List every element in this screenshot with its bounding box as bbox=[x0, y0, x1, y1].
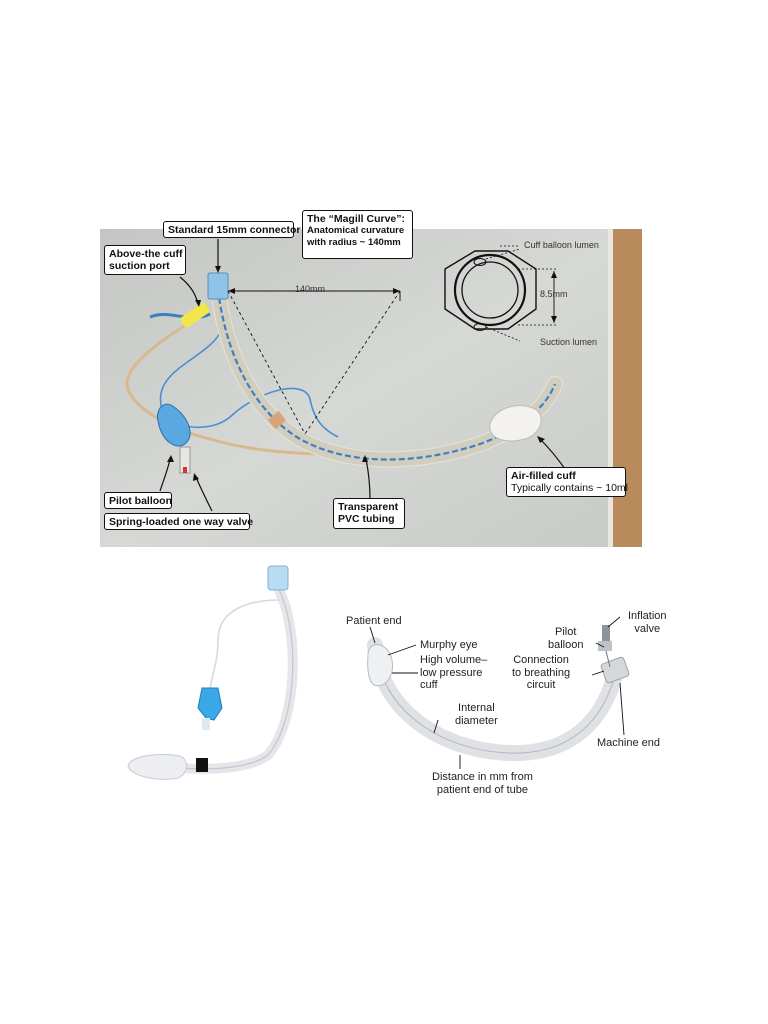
suction-port bbox=[180, 302, 210, 328]
labelled-tube-diagram bbox=[340, 605, 680, 805]
suction-line bbox=[149, 312, 211, 319]
product-pilot-balloon bbox=[197, 687, 223, 721]
label-cuff-balloon-lumen: Cuff balloon lumen bbox=[524, 240, 599, 250]
label-connection: Connection to breathing circuit bbox=[512, 654, 571, 691]
tube-photo bbox=[100, 229, 642, 547]
labelled-tube-drawing bbox=[367, 616, 630, 769]
label-patient-end: Patient end bbox=[346, 615, 402, 627]
tube-photo-drawing bbox=[100, 229, 642, 547]
callout-suction-port: Above-the cuff suction port bbox=[104, 245, 186, 275]
label-murphy-eye: Murphy eye bbox=[420, 639, 478, 651]
callout-pvc-tubing: Transparent PVC tubing bbox=[333, 498, 405, 529]
measure-140mm: 140mm bbox=[295, 284, 326, 294]
callout-pilot-balloon: Pilot balloon bbox=[104, 492, 172, 509]
label-cuff: High volume– low pressure cuff bbox=[420, 654, 488, 691]
product-connector bbox=[267, 565, 289, 591]
pilot-balloon bbox=[156, 403, 191, 447]
label-suction-lumen: Suction lumen bbox=[540, 337, 598, 347]
callout-cuff: Air-filled cuff Typically contains ~ 10m… bbox=[506, 467, 628, 497]
label-diameter: 8.5mm bbox=[540, 289, 568, 299]
wood-edge bbox=[612, 229, 642, 547]
tube-product-photo bbox=[118, 560, 328, 790]
label-machine-end: Machine end bbox=[597, 737, 660, 749]
cuff bbox=[489, 405, 542, 442]
tube-product-drawing bbox=[127, 565, 298, 780]
product-cuff bbox=[127, 753, 187, 780]
label-internal-diameter: Internal diameter bbox=[455, 702, 498, 727]
label-distance: Distance in mm from patient end of tube bbox=[432, 771, 533, 796]
cross-section-diagram bbox=[444, 245, 558, 342]
callout-valve: Spring-loaded one way valve bbox=[104, 513, 253, 530]
label-pilot-balloon: Pilot balloon bbox=[548, 626, 584, 651]
connector bbox=[207, 272, 229, 300]
callout-connector: Standard 15mm connector bbox=[163, 221, 300, 238]
callout-magill-curve: The “Magill Curve”: Anatomical curvature… bbox=[302, 210, 413, 259]
label-inflation-valve: Inflation valve bbox=[628, 610, 667, 635]
